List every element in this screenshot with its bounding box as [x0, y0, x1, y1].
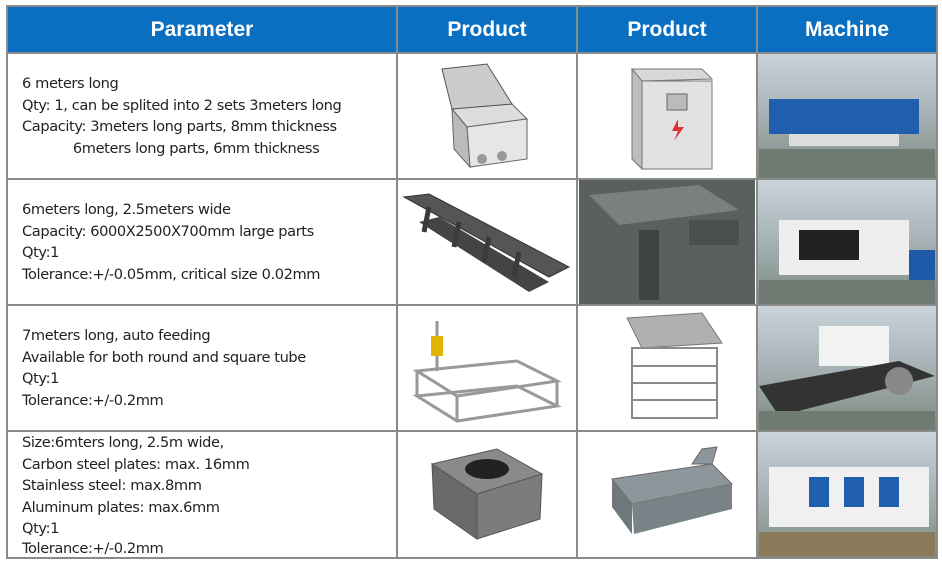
header-product-2: Product: [576, 5, 758, 54]
parameter-line: Capacity: 6000X2500X700mm large parts: [22, 222, 314, 240]
parameter-cell: Size:6mters long, 2.5m wide, Carbon stee…: [6, 430, 398, 559]
table-row: 6 meters long Qty: 1, can be splited int…: [6, 52, 938, 180]
press-brake-machine-photo: [756, 52, 938, 180]
cnc-machining-center-photo: [756, 178, 938, 306]
electrical-cabinet-image: [576, 52, 758, 180]
parameter-line: Size:6mters long, 2.5m wide,: [22, 434, 224, 451]
parameter-line: Capacity: 3meters long parts, 8mm thickn…: [22, 118, 337, 135]
steel-frame-detail-image: [576, 178, 758, 306]
fiber-laser-cutter-photo: [756, 430, 938, 559]
parameter-cell: 7meters long, auto feeding Available for…: [6, 304, 398, 432]
parameter-line: Available for both round and square tube: [22, 348, 306, 366]
table-row: Size:6mters long, 2.5m wide, Carbon stee…: [6, 430, 938, 559]
parameter-line: Aluminum plates: max.6mm: [22, 498, 220, 516]
parameter-line: 6meters long parts, 6mm thickness: [22, 139, 320, 157]
header-parameter: Parameter: [6, 5, 398, 54]
long-steel-frame-image: [396, 178, 578, 306]
parameter-line: Stainless steel: max.8mm: [22, 477, 202, 494]
parameter-cell: 6meters long, 2.5meters wide Capacity: 6…: [6, 178, 398, 306]
table-row: 7meters long, auto feeding Available for…: [6, 304, 938, 432]
parameter-line: Tolerance:+/-0.05mm, critical size 0.02m…: [22, 265, 321, 283]
parameter-cell: 6 meters long Qty: 1, can be splited int…: [6, 52, 398, 180]
parameter-line: Carbon steel plates: max. 16mm: [22, 455, 250, 473]
header-product-1: Product: [396, 5, 578, 54]
header-machine: Machine: [756, 5, 938, 54]
sheet-metal-box-image: [396, 430, 578, 559]
table-row: 6meters long, 2.5meters wide Capacity: 6…: [6, 178, 938, 306]
parameter-line: Qty:1: [22, 520, 59, 537]
bent-sheet-tray-image: [576, 430, 758, 559]
tube-cart-image: [396, 304, 578, 432]
parameter-line: 6 meters long: [22, 75, 119, 92]
spec-table: Parameter Product Product Machine 6 mete…: [6, 5, 938, 559]
tube-laser-cutter-photo: [756, 304, 938, 432]
parameter-line: Qty: 1, can be splited into 2 sets 3mete…: [22, 96, 342, 114]
tube-rack-image: [576, 304, 758, 432]
electrical-box-image: [396, 52, 578, 180]
parameter-line: Tolerance:+/-0.2mm: [22, 391, 164, 409]
parameter-line: 6meters long, 2.5meters wide: [22, 201, 231, 218]
parameter-line: Qty:1: [22, 244, 59, 261]
parameter-line: 7meters long, auto feeding: [22, 327, 211, 344]
header-row: Parameter Product Product Machine: [6, 5, 938, 54]
parameter-line: Qty:1: [22, 370, 59, 387]
parameter-line: Tolerance:+/-0.2mm: [22, 539, 164, 557]
